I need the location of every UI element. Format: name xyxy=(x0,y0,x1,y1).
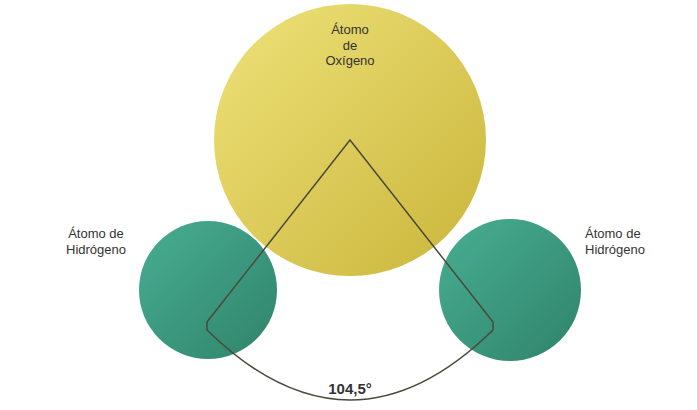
atom-label: Átomo de Oxígeno xyxy=(325,22,374,69)
hydrogen-atom: Átomo de Hidrógeno xyxy=(438,218,582,362)
atom-circle xyxy=(438,218,582,362)
atom-circle xyxy=(138,220,278,360)
oxygen-atom: Átomo de Oxígeno xyxy=(213,3,487,277)
hydrogen-atom: Átomo de Hidrógeno xyxy=(138,220,278,360)
atom-label: Átomo de Hidrógeno xyxy=(66,226,126,257)
angle-label: 104,5° xyxy=(325,380,375,397)
atom-label: Átomo de Hidrógeno xyxy=(585,226,645,257)
